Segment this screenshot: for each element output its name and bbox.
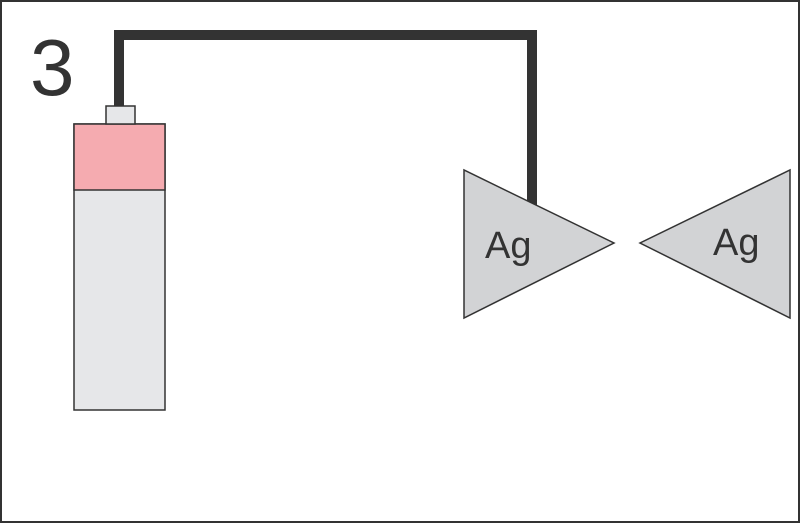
step-number: 3 <box>30 23 75 112</box>
electrode-left-label: Ag <box>485 225 531 267</box>
battery <box>73 105 166 411</box>
electrode-right-label: Ag <box>713 222 759 264</box>
battery-positive-cap <box>73 123 166 191</box>
electrode-right: Ag <box>638 168 791 320</box>
battery-terminal <box>105 105 136 125</box>
electrode-left-shape <box>463 168 616 320</box>
electrode-right-shape <box>638 168 791 320</box>
electrode-left: Ag <box>463 168 616 320</box>
connecting-wire <box>114 30 537 205</box>
